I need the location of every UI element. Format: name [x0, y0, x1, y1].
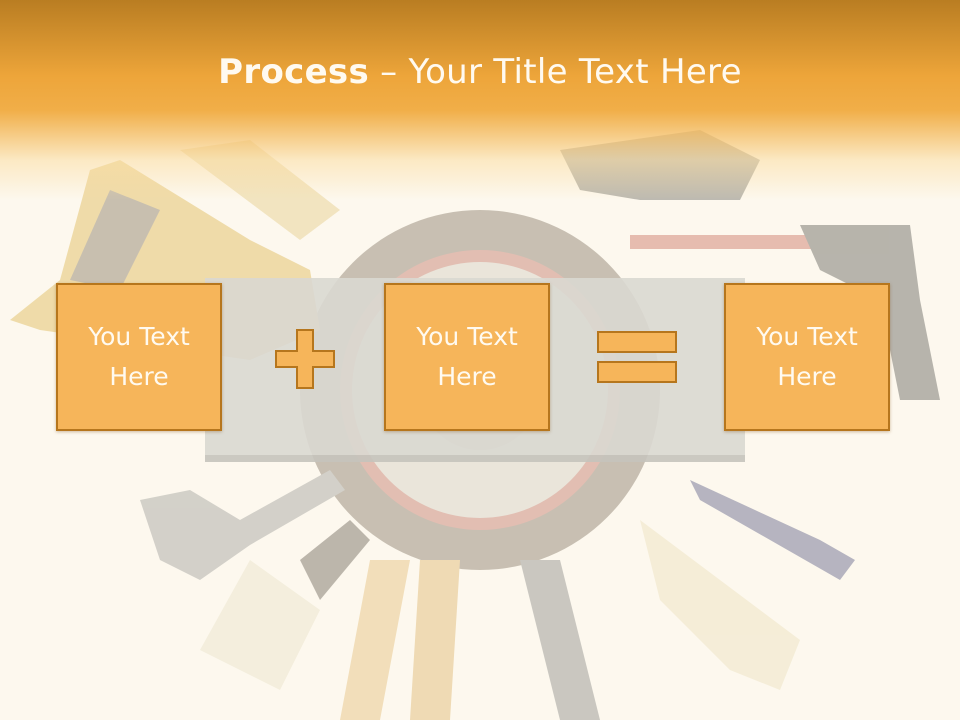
text-box-3[interactable]: You Text Here [724, 283, 890, 431]
text-box-1-label: You Text Here [88, 322, 190, 391]
title-rest: Your Title Text Here [408, 52, 742, 92]
text-box-3-label: You Text Here [756, 322, 858, 391]
title-band [0, 0, 960, 200]
text-box-2[interactable]: You Text Here [384, 283, 550, 431]
title-bold: Process [218, 52, 370, 92]
text-box-1[interactable]: You Text Here [56, 283, 222, 431]
slide-title[interactable]: Process – Your Title Text Here [0, 52, 960, 92]
equals-icon [597, 331, 677, 383]
title-dash: – [369, 52, 409, 92]
text-box-2-label: You Text Here [416, 322, 518, 391]
plus-icon [275, 329, 335, 389]
